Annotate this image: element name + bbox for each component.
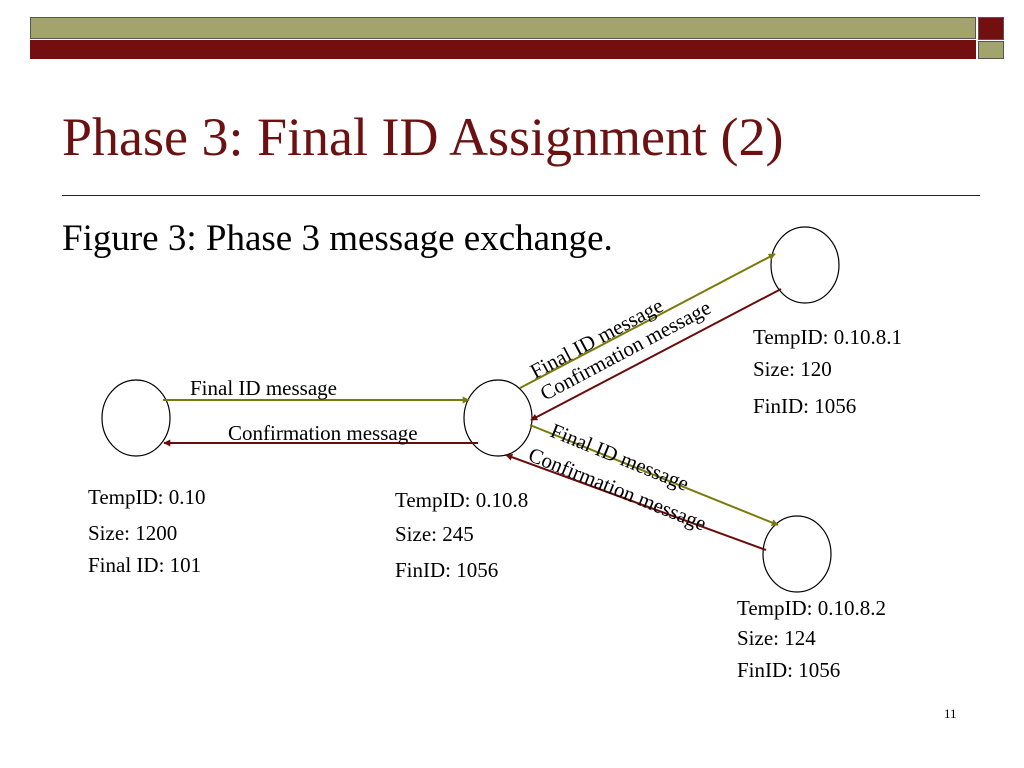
node-d-circle [762, 515, 832, 593]
node-c-circle [770, 226, 840, 304]
node-d-finid: FinID: 1056 [737, 658, 841, 682]
label-confirm-b-a: Confirmation message [228, 421, 418, 445]
page-number: 11 [944, 706, 957, 721]
slide-title: Phase 3: Final ID Assignment (2) [62, 107, 784, 167]
node-d-tempid: TempID: 0.10.8.2 [737, 596, 887, 620]
node-b-size: Size: 245 [395, 522, 474, 546]
confirm-arrow-c-b [530, 288, 782, 421]
node-c-size: Size: 120 [753, 357, 832, 381]
header-olive-bar [30, 17, 976, 39]
label-final-id-a-b: Final ID message [190, 376, 337, 400]
node-c-finid: FinID: 1056 [753, 394, 857, 418]
node-a-finalid: Final ID: 101 [88, 553, 202, 577]
node-b-finid: FinID: 1056 [395, 558, 499, 582]
node-c-tempid: TempID: 0.10.8.1 [753, 325, 903, 349]
node-a-circle [101, 379, 171, 457]
title-divider [62, 195, 980, 196]
node-a-size: Size: 1200 [88, 521, 178, 545]
node-a-tempid: TempID: 0.10 [88, 485, 206, 509]
node-b-tempid: TempID: 0.10.8 [395, 488, 529, 512]
node-b-circle [463, 379, 533, 457]
header-maroon-bar [30, 40, 976, 59]
final-id-arrow-b-c [519, 253, 776, 389]
header-corner-olive [978, 41, 1004, 59]
figure-caption: Figure 3: Phase 3 message exchange. [62, 218, 613, 259]
final-id-arrow-b-d [529, 424, 779, 526]
node-d-size: Size: 124 [737, 626, 816, 650]
confirm-arrow-d-b [505, 453, 767, 551]
header-corner-maroon [978, 17, 1004, 40]
